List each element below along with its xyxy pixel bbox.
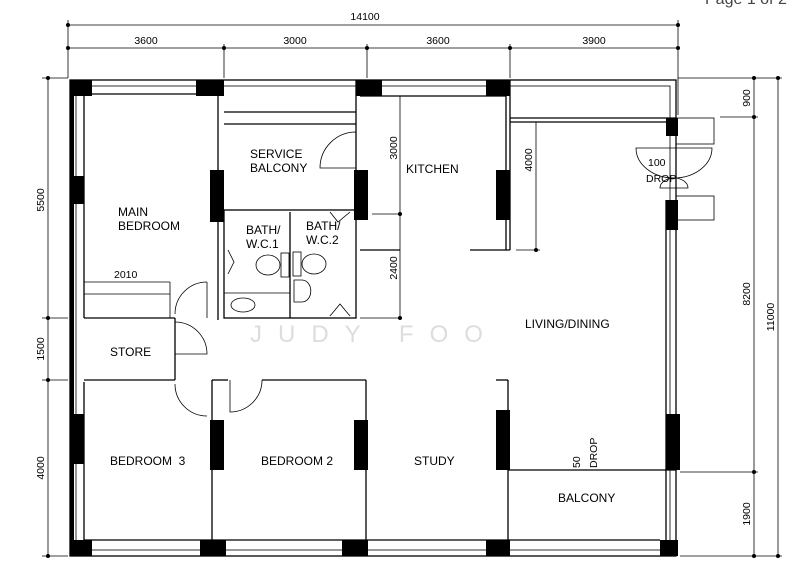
annotation-drop-100-label: DROP <box>646 173 676 185</box>
dim-top-4: 3900 <box>582 35 606 47</box>
label-living-dining: LIVING/DINING <box>525 317 610 331</box>
label-bedroom3: BEDROOM 3 <box>110 454 186 468</box>
label-service-balcony-2: BALCONY <box>250 161 307 175</box>
right-dimensions: 900 8200 1900 11000 <box>678 76 782 558</box>
walls: 3000 2400 4000 <box>69 79 715 557</box>
dim-wardrobe: 2010 <box>114 269 138 281</box>
dim-overall-depth: 11000 <box>765 303 777 332</box>
label-bath1-2: W.C.1 <box>246 237 279 251</box>
label-kitchen: KITCHEN <box>406 162 459 176</box>
annotation-drop-100-value: 100 <box>648 157 666 169</box>
label-bedroom2: BEDROOM 2 <box>261 454 333 468</box>
dim-top-2: 3000 <box>283 35 307 47</box>
watermark: JUDY FOO <box>250 321 499 348</box>
label-main-bedroom-2: BEDROOM <box>118 219 180 233</box>
dim-top-3: 3600 <box>426 35 450 47</box>
room-labels: MAIN BEDROOM 2010 SERVICE BALCONY KITCHE… <box>110 147 676 505</box>
label-study: STUDY <box>414 454 455 468</box>
dim-left-2: 1500 <box>35 337 47 361</box>
label-balcony: BALCONY <box>558 491 615 505</box>
top-dimensions: 14100 3600 3000 3600 3900 <box>66 11 680 115</box>
label-service-balcony-1: SERVICE <box>250 147 302 161</box>
left-dimensions: 5500 1500 4000 <box>35 76 68 558</box>
dim-right-2: 8200 <box>741 282 753 306</box>
annotation-drop-50-label: DROP <box>588 438 600 468</box>
annotation-drop-50-value: 50 <box>571 456 583 468</box>
label-main-bedroom-1: MAIN <box>118 205 148 219</box>
dim-right-1: 900 <box>741 89 753 107</box>
dim-overall-width: 14100 <box>350 11 379 23</box>
dim-left-3: 4000 <box>35 456 47 480</box>
columns <box>70 80 680 556</box>
label-bath2-1: BATH/ <box>306 219 341 233</box>
label-store: STORE <box>110 345 151 359</box>
label-bath2-2: W.C.2 <box>306 233 339 247</box>
dim-kitchen-right: 4000 <box>523 148 535 172</box>
page-indicator: Page 1 of 2 <box>705 0 787 8</box>
dim-kitchen-depth: 3000 <box>388 136 400 160</box>
dim-bath-depth: 2400 <box>388 256 400 280</box>
dim-top-1: 3600 <box>134 35 158 47</box>
label-bath1-1: BATH/ <box>246 223 281 237</box>
dim-right-3: 1900 <box>741 502 753 526</box>
dim-left-1: 5500 <box>35 188 47 212</box>
